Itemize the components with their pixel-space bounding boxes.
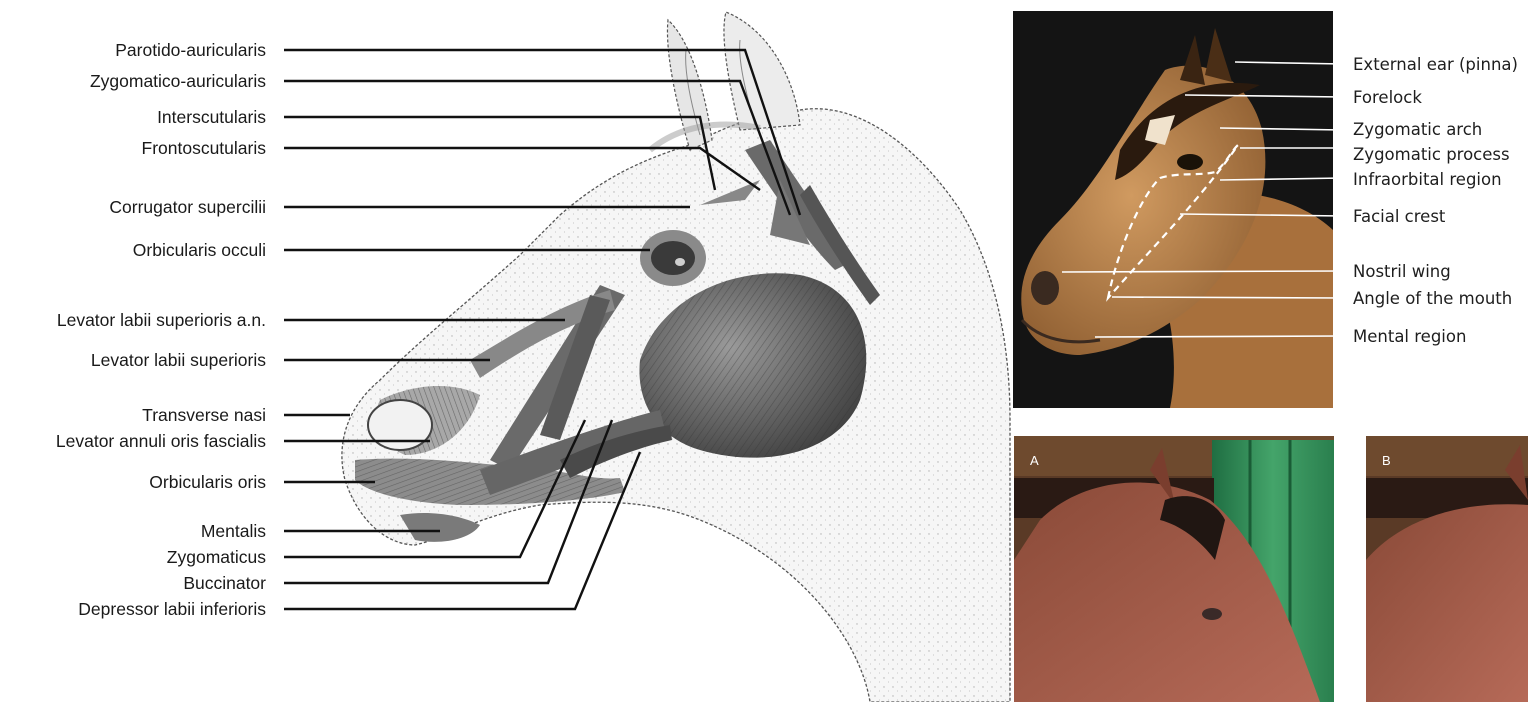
anatomy-illustration: [342, 12, 1010, 702]
ear-right-drawing: [724, 12, 800, 130]
region-label-nostril-wing: Nostril wing: [1353, 262, 1451, 282]
region-label-mental-region: Mental region: [1353, 327, 1466, 347]
muscle-label-buccinator: Buccinator: [183, 573, 266, 593]
horse-photo-b: [1366, 436, 1528, 702]
region-label-zygomatic-process: Zygomatic process: [1353, 145, 1510, 165]
muscle-label-levator-labii: Levator labii superioris: [91, 350, 266, 370]
muscle-label-orbicularis-oris: Orbicularis oris: [149, 472, 266, 492]
region-label-angle-of-mouth: Angle of the mouth: [1353, 289, 1512, 309]
muscle-label-depressor-labii: Depressor labii inferioris: [78, 599, 266, 619]
muscle-label-zygomaticus: Zygomaticus: [167, 547, 266, 567]
muscle-label-parotido-auricularis: Parotido-auricularis: [115, 40, 266, 60]
muscle-label-levator-labii-an: Levator labii superioris a.n.: [57, 310, 266, 330]
muscle-label-mentalis: Mentalis: [201, 521, 266, 541]
muscle-label-zygomatico-auricularis: Zygomatico-auricularis: [90, 71, 266, 91]
region-label-zygomatic-arch: Zygomatic arch: [1353, 120, 1482, 140]
horse-photo-a: [1014, 436, 1334, 702]
muscle-label-orbicularis-occuli: Orbicularis occuli: [133, 240, 266, 260]
nostril-drawing: [368, 400, 432, 450]
muscle-label-interscutularis: Interscutularis: [157, 107, 266, 127]
panel-letter-a: A: [1030, 453, 1039, 468]
muscle-label-transverse-nasi: Transverse nasi: [142, 405, 266, 425]
region-label-infraorbital-region: Infraorbital region: [1353, 170, 1502, 190]
muscle-label-levator-annuli: Levator annuli oris fascialis: [56, 431, 266, 451]
horse-photo-main: [1013, 11, 1343, 408]
region-label-facial-crest: Facial crest: [1353, 207, 1445, 227]
muscle-label-frontoscutularis: Frontoscutularis: [142, 138, 267, 158]
region-label-forelock: Forelock: [1353, 88, 1422, 108]
muscle-label-corrugator-supercilii: Corrugator supercilii: [109, 197, 266, 217]
eye-drawing: [640, 230, 706, 286]
region-label-external-ear: External ear (pinna): [1353, 55, 1518, 75]
panel-letter-b: B: [1382, 453, 1391, 468]
